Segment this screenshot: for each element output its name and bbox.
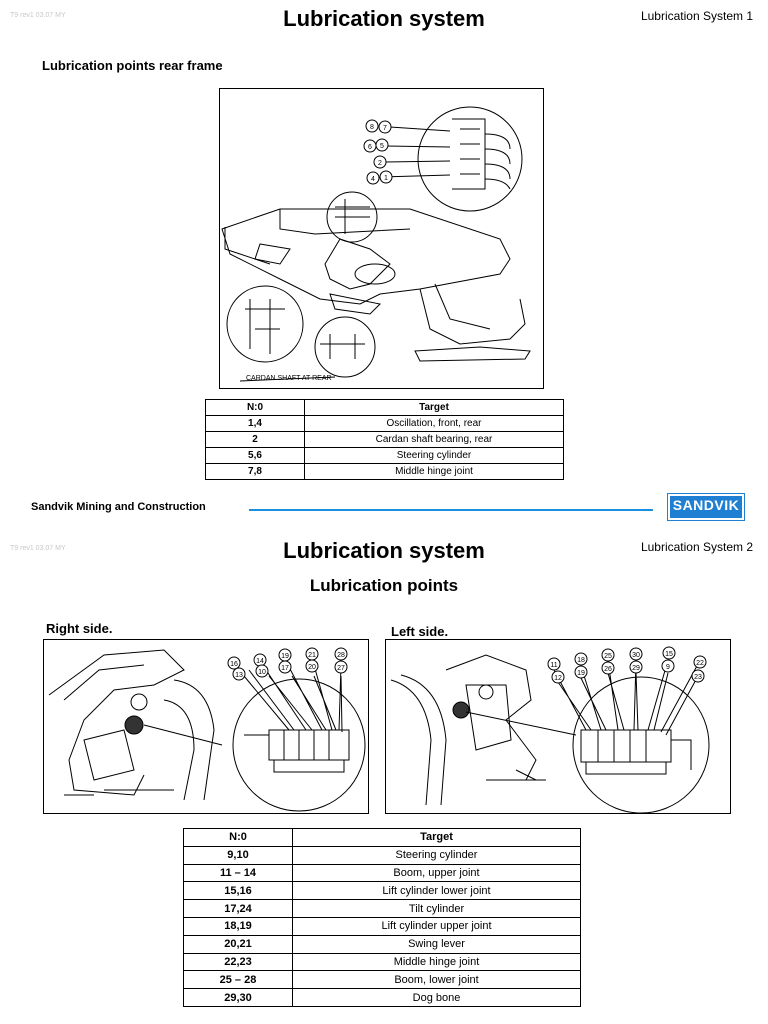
- row-target: Steering cylinder: [304, 447, 564, 464]
- callout-22: 22: [696, 660, 704, 667]
- callout-1: 1: [384, 175, 388, 182]
- row-target: Tilt cylinder: [292, 899, 581, 918]
- row-target: Middle hinge joint: [292, 952, 581, 972]
- row-target: Dog bone: [292, 988, 581, 1007]
- row-target: Boom, lower joint: [292, 970, 581, 990]
- callout-23: 23: [694, 674, 702, 681]
- row-number: 17,24: [183, 899, 293, 918]
- row-number: 5,6: [205, 447, 305, 464]
- callout-30: 30: [632, 652, 640, 659]
- left-side-drawing: 11 18 25 30 15 12 19 26 29 9 22 23: [390, 646, 710, 814]
- row-number: 7,8: [205, 463, 305, 480]
- sandvik-logo: SANDVIK: [667, 493, 745, 521]
- callout-26: 26: [604, 666, 612, 673]
- row-number: 25 – 28: [183, 970, 293, 990]
- page-title-2: Lubrication system: [283, 538, 485, 563]
- row-number: 15,16: [183, 881, 293, 901]
- callout-12: 12: [554, 675, 562, 682]
- section-subtitle: Lubrication points rear frame: [42, 58, 223, 73]
- column-header-target: Target: [304, 399, 564, 416]
- row-number: 1,4: [205, 415, 305, 432]
- right-side-drawing: 16 14 19 21 28 13 10 17 20 27: [48, 647, 366, 812]
- callout-19-left: 19: [577, 670, 585, 677]
- figure-caption: CARDAN SHAFT AT REAR: [246, 375, 332, 382]
- section-subtitle-2: Lubrication points: [309, 576, 459, 595]
- row-target: Lift cylinder upper joint: [292, 916, 581, 936]
- row-number: 22,23: [183, 952, 293, 972]
- revision-mark: T9 rev1 03.07 MY: [10, 12, 66, 19]
- callout-27: 27: [337, 665, 345, 672]
- callout-10: 10: [258, 669, 266, 676]
- row-target: Oscillation, front, rear: [304, 415, 564, 432]
- callout-4: 4: [371, 176, 375, 183]
- callout-13: 13: [235, 672, 243, 679]
- logo-text: SANDVIK: [672, 497, 740, 513]
- callout-11: 11: [550, 662, 557, 669]
- callout-28: 28: [337, 652, 345, 659]
- row-target: Swing lever: [292, 934, 581, 954]
- page-title: Lubrication system: [283, 6, 485, 31]
- callout-25: 25: [604, 653, 612, 660]
- callout-5: 5: [380, 143, 384, 150]
- right-side-diagram: 16 14 19 21 28 13 10 17 20 27: [43, 639, 369, 814]
- column-header-number: N:0: [183, 828, 293, 847]
- callout-21: 21: [308, 652, 316, 659]
- row-target: Boom, upper joint: [292, 863, 581, 883]
- row-target: Steering cylinder: [292, 845, 581, 865]
- row-number: 9,10: [183, 845, 293, 865]
- callout-16: 16: [230, 661, 238, 668]
- revision-mark-2: T9 rev1 03.07 MY: [10, 545, 66, 552]
- row-number: 18,19: [183, 916, 293, 936]
- callout-18: 18: [577, 657, 585, 664]
- callout-2: 2: [378, 160, 382, 167]
- callout-7: 7: [383, 125, 387, 132]
- callout-15: 15: [665, 651, 673, 658]
- right-side-label: Right side.: [46, 621, 113, 636]
- row-target: Lift cylinder lower joint: [292, 881, 581, 901]
- footer-company: Sandvik Mining and Construction: [31, 501, 206, 513]
- callout-19: 19: [281, 653, 289, 660]
- row-number: 29,30: [183, 988, 293, 1007]
- callout-20: 20: [308, 664, 316, 671]
- rear-frame-drawing: 8 7 6 5 2 4 1 CARDAN SHAFT AT REAR: [221, 106, 531, 382]
- row-number: 20,21: [183, 934, 293, 954]
- rear-frame-diagram: 8 7 6 5 2 4 1 CARDAN SHAFT AT REAR: [219, 88, 544, 389]
- row-number: 11 – 14: [183, 863, 293, 883]
- row-target: Cardan shaft bearing, rear: [304, 431, 564, 448]
- page-header-label-2: Lubrication System 2: [640, 540, 753, 554]
- left-side-label: Left side.: [391, 624, 449, 639]
- page-header-label: Lubrication System 1: [640, 9, 753, 23]
- footer-divider: [249, 509, 653, 511]
- callout-17: 17: [281, 665, 289, 672]
- left-side-diagram: 11 18 25 30 15 12 19 26 29 9 22 23: [385, 639, 731, 814]
- column-header-target: Target: [292, 828, 581, 847]
- row-number: 2: [205, 431, 305, 448]
- callout-6: 6: [368, 144, 372, 151]
- callout-14: 14: [256, 658, 264, 665]
- callout-29: 29: [632, 665, 640, 672]
- callout-9: 9: [666, 664, 670, 671]
- row-target: Middle hinge joint: [304, 463, 564, 480]
- column-header-number: N:0: [205, 399, 305, 416]
- callout-8: 8: [370, 124, 374, 131]
